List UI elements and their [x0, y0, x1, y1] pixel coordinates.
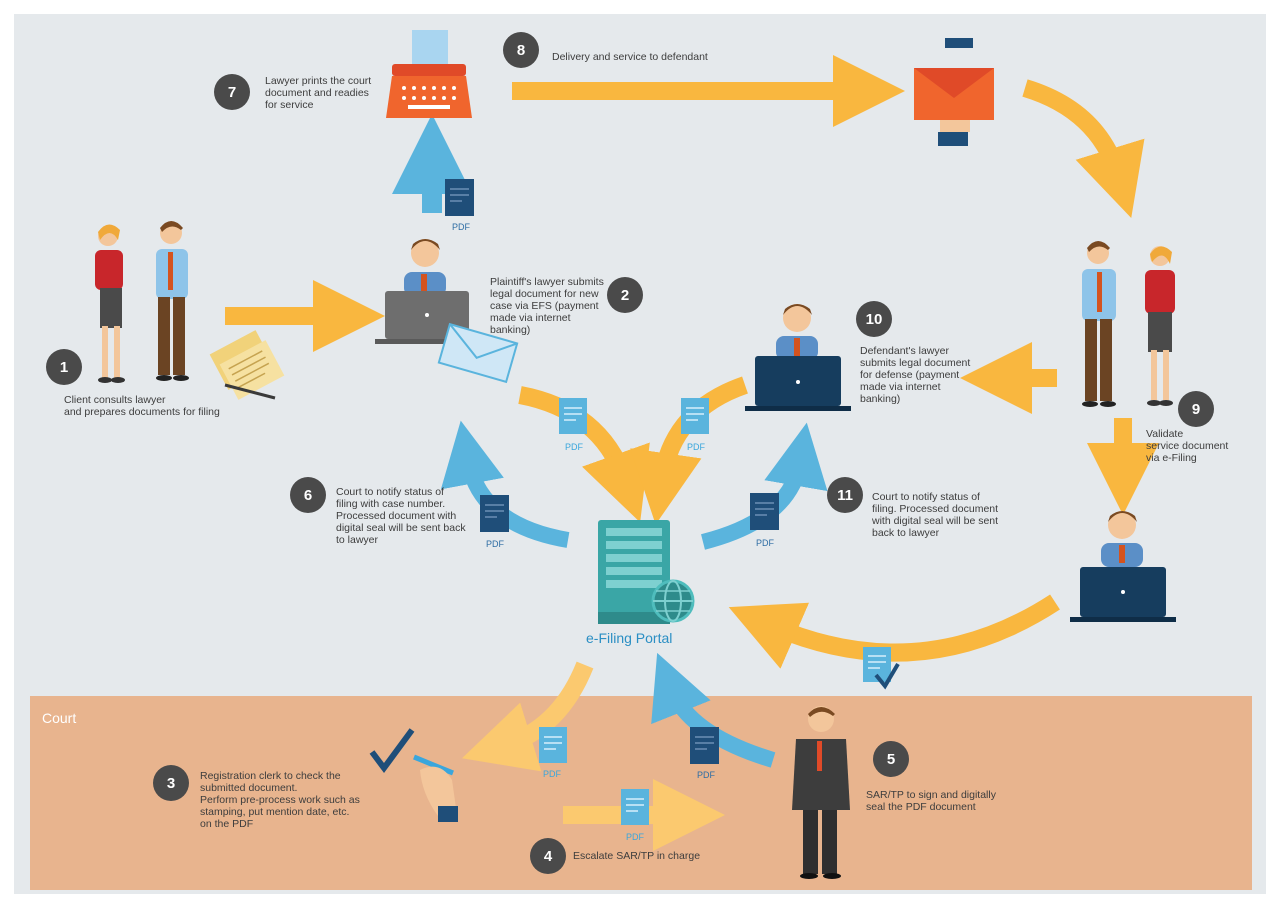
step-badge-3: 3: [153, 765, 189, 801]
step-text-11: Court to notify status of filing. Proces…: [872, 491, 999, 539]
pdf-label-plaintiff: PDF: [565, 442, 583, 452]
defendant-woman-figure: [1145, 246, 1175, 406]
step-text-6: Court to notify status of filing with ca…: [336, 486, 466, 546]
court-zone-label: Court: [42, 710, 77, 726]
client-woman-figure: [95, 224, 125, 383]
step-text-1: Client consults lawyer and prepares docu…: [64, 394, 220, 418]
clerk-hand-icon: [369, 728, 458, 822]
efiling-portal-label: e-Filing Portal: [586, 630, 673, 646]
pdf-label-notify-left: PDF: [486, 539, 504, 549]
pdf-label-top: PDF: [452, 222, 470, 232]
pdf-doc-top: [445, 179, 474, 216]
delivery-envelope-icon: [914, 38, 994, 146]
pdf-label-notify-right: PDF: [756, 538, 774, 548]
globe-icon: [651, 579, 695, 623]
step-text-4: Escalate SAR/TP in charge: [573, 850, 701, 862]
step-text-2: Plaintiff's lawyer submits legal documen…: [490, 276, 604, 336]
pdf-doc-clerk: [539, 727, 567, 763]
plaintiff-lawyer-figure: [375, 239, 479, 344]
step-badge-11: 11: [827, 477, 863, 513]
step-badge-10: 10: [856, 301, 892, 337]
pdf-label-clerk: PDF: [543, 769, 561, 779]
step-text-8: Delivery and service to defendant: [552, 51, 708, 63]
pdf-doc-defense: [681, 398, 709, 434]
step-text-9: Validate service document via e-Filing: [1146, 428, 1229, 464]
pdf-label-defense: PDF: [687, 442, 705, 452]
validated-document-icon: [863, 647, 900, 690]
step-text-3: Registration clerk to check the submitte…: [200, 770, 360, 830]
defendant-man-figure: [1082, 241, 1116, 407]
step-badge-8: 8: [503, 32, 539, 68]
step-text-10: Defendant's lawyer submits legal documen…: [860, 345, 971, 405]
pdf-doc-notify-left: [480, 495, 509, 532]
email-envelope-icon: [437, 322, 519, 384]
defense-lawyer-figure: [745, 304, 851, 411]
step-badge-6: 6: [290, 477, 326, 513]
pdf-doc-notify-right: [750, 493, 779, 530]
step-badge-5: 5: [873, 741, 909, 777]
step-badge-1: 1: [46, 349, 82, 385]
step-badge-4: 4: [530, 838, 566, 874]
step-badge-2: 2: [607, 277, 643, 313]
step-text-7: Lawyer prints the court document and rea…: [265, 75, 372, 111]
arrow-portal-to-clerk: [462, 661, 594, 772]
pdf-doc-plaintiff: [559, 398, 587, 434]
sar-tp-figure: [792, 706, 850, 879]
pdf-label-sar: PDF: [697, 770, 715, 780]
pdf-doc-escalate: [621, 789, 649, 825]
pdf-document-icons: [445, 179, 779, 825]
arrow-envelope-to-defendant: [1022, 79, 1145, 219]
documents-icon: [209, 330, 285, 400]
pdf-label-escalate: PDF: [626, 832, 644, 842]
pdf-doc-sar: [690, 727, 719, 764]
client-man-figure: [156, 221, 189, 381]
validator-figure: [1070, 511, 1176, 622]
typewriter-icon: [386, 30, 472, 118]
step-badge-7: 7: [214, 74, 250, 110]
arrow-validator-to-portal: [728, 594, 1060, 669]
step-badge-9: 9: [1178, 391, 1214, 427]
step-text-5: SAR/TP to sign and digitally seal the PD…: [866, 789, 996, 813]
